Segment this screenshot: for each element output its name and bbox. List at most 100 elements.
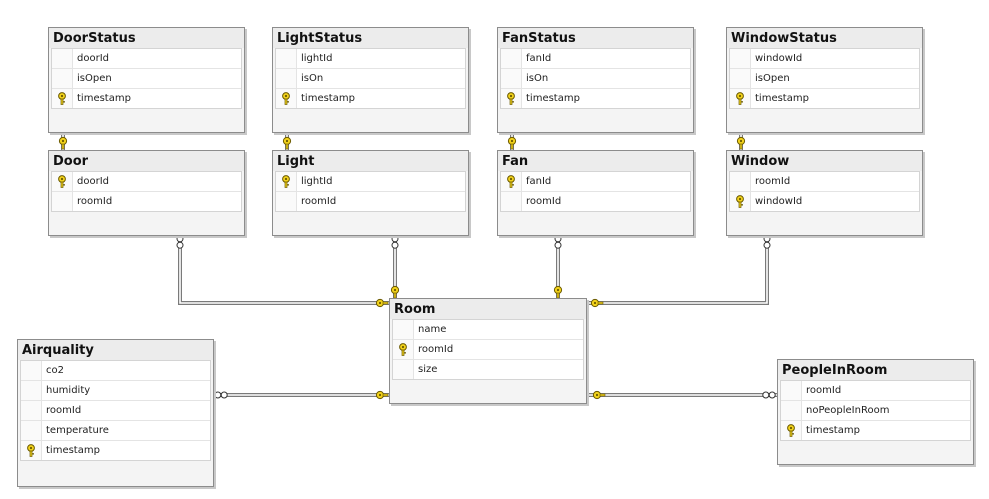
relationship-light-lightstatus[interactable] (282, 132, 292, 150)
row-selector[interactable] (21, 381, 42, 400)
column-row[interactable]: roomId (393, 340, 583, 360)
column-row[interactable]: roomId (781, 381, 970, 401)
table-title[interactable]: PeopleInRoom (778, 360, 973, 380)
table-footer (273, 109, 468, 119)
column-row[interactable]: isOn (501, 69, 690, 89)
relationship-door-room[interactable] (176, 235, 389, 308)
column-row[interactable]: timestamp (781, 421, 970, 440)
column-row[interactable]: timestamp (501, 89, 690, 108)
relationship-window-windowstatus[interactable] (736, 132, 746, 150)
one-end-key-icon (592, 390, 606, 400)
row-selector[interactable] (276, 69, 297, 88)
column-row[interactable]: fanId (501, 49, 690, 69)
column-row[interactable]: isOpen (730, 69, 919, 89)
table-title[interactable]: WindowStatus (727, 28, 922, 48)
row-selector[interactable] (501, 49, 522, 68)
column-row[interactable]: timestamp (276, 89, 465, 108)
row-selector[interactable] (730, 89, 751, 108)
column-row[interactable]: fanId (501, 172, 690, 192)
table-title[interactable]: LightStatus (273, 28, 468, 48)
column-row[interactable]: doorId (52, 172, 241, 192)
row-selector[interactable] (52, 192, 73, 211)
row-selector[interactable] (393, 360, 414, 379)
row-selector[interactable] (276, 192, 297, 211)
row-selector[interactable] (730, 192, 751, 211)
column-row[interactable]: co2 (21, 361, 210, 381)
column-row[interactable]: size (393, 360, 583, 379)
relationship-door-doorstatus[interactable] (58, 132, 68, 150)
row-selector[interactable] (730, 69, 751, 88)
table-title[interactable]: Fan (498, 151, 693, 171)
row-selector[interactable] (393, 320, 414, 339)
relationship-airquality-room[interactable] (213, 390, 389, 400)
row-selector[interactable] (501, 172, 522, 191)
relationship-window-room[interactable] (585, 235, 771, 308)
table-title[interactable]: Light (273, 151, 468, 171)
row-selector[interactable] (781, 381, 802, 400)
row-selector[interactable] (52, 49, 73, 68)
column-row[interactable]: roomId (21, 401, 210, 421)
column-row[interactable]: isOn (276, 69, 465, 89)
relationship-light-room[interactable] (390, 235, 400, 299)
row-selector[interactable] (52, 69, 73, 88)
row-selector[interactable] (276, 49, 297, 68)
table-title[interactable]: Room (390, 299, 586, 319)
column-row[interactable]: isOpen (52, 69, 241, 89)
row-selector[interactable] (21, 401, 42, 420)
column-row[interactable]: roomId (501, 192, 690, 211)
column-row[interactable]: doorId (52, 49, 241, 69)
row-selector[interactable] (52, 172, 73, 191)
column-row[interactable]: windowId (730, 192, 919, 211)
column-row[interactable]: lightId (276, 49, 465, 69)
row-selector[interactable] (501, 89, 522, 108)
relationship-peopleinroom-room[interactable] (585, 390, 777, 400)
relationship-fan-room[interactable] (553, 235, 563, 299)
column-row[interactable]: roomId (730, 172, 919, 192)
row-selector[interactable] (781, 421, 802, 440)
row-selector[interactable] (276, 89, 297, 108)
row-selector[interactable] (21, 361, 42, 380)
row-selector[interactable] (393, 340, 414, 359)
row-selector[interactable] (781, 401, 802, 420)
table-title[interactable]: Door (49, 151, 244, 171)
one-end-key-icon (282, 136, 292, 150)
row-selector[interactable] (52, 89, 73, 108)
table-title[interactable]: Airquality (18, 340, 213, 360)
column-row[interactable]: timestamp (730, 89, 919, 108)
relationship-fan-fanstatus[interactable] (507, 132, 517, 150)
table-title[interactable]: Window (727, 151, 922, 171)
row-selector[interactable] (501, 192, 522, 211)
column-row[interactable]: windowId (730, 49, 919, 69)
column-row[interactable]: timestamp (21, 441, 210, 460)
table-title[interactable]: DoorStatus (49, 28, 244, 48)
column-row[interactable]: timestamp (52, 89, 241, 108)
table-door[interactable]: Door doorId roomId (48, 150, 245, 236)
column-row[interactable]: roomId (52, 192, 241, 211)
column-row[interactable]: name (393, 320, 583, 340)
column-row[interactable]: lightId (276, 172, 465, 192)
column-row[interactable]: temperature (21, 421, 210, 441)
column-name: roomId (77, 196, 113, 207)
column-row[interactable]: roomId (276, 192, 465, 211)
relationship-line-inner (179, 235, 389, 304)
column-row[interactable]: humidity (21, 381, 210, 401)
row-selector[interactable] (730, 172, 751, 191)
column-row[interactable]: noPeopleInRoom (781, 401, 970, 421)
table-title[interactable]: FanStatus (498, 28, 693, 48)
row-selector[interactable] (276, 172, 297, 191)
row-selector[interactable] (730, 49, 751, 68)
row-selector[interactable] (21, 421, 42, 440)
row-selector[interactable] (21, 441, 42, 460)
row-selector[interactable] (501, 69, 522, 88)
